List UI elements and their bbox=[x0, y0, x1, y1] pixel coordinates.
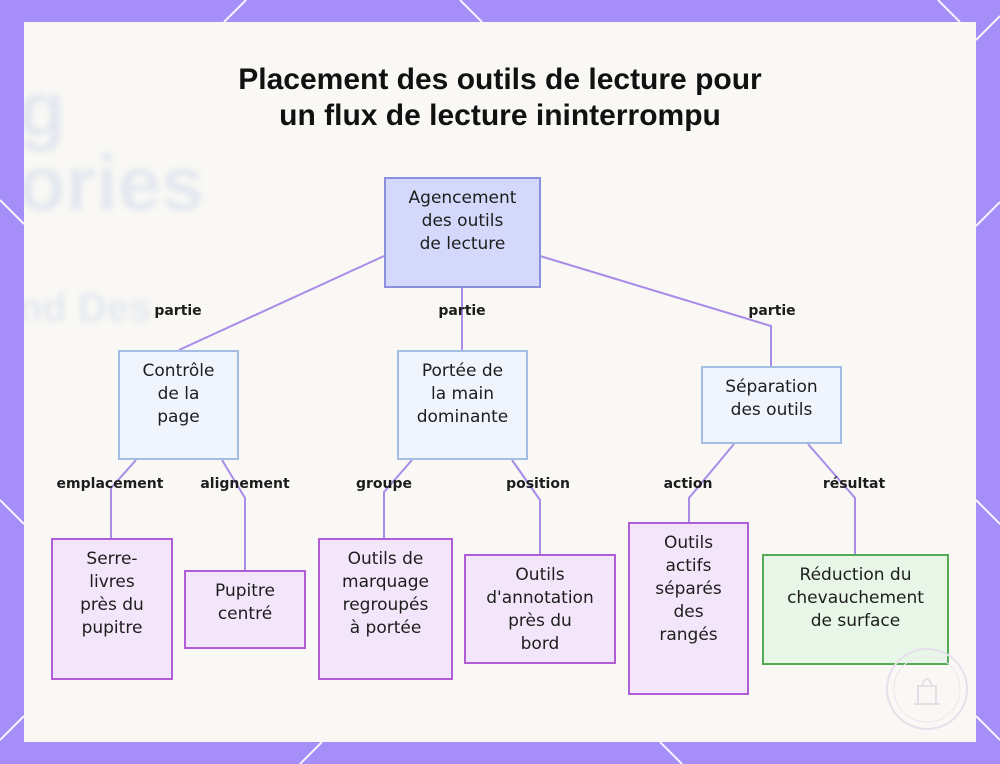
background-text: nd Des bbox=[24, 286, 152, 330]
background-text: ories bbox=[24, 139, 205, 227]
node-label: Agencement des outils de lecture bbox=[408, 188, 517, 254]
node-reading-tools-layout: Agencement des outils de lecture bbox=[384, 177, 541, 288]
edge-label-result: résultat bbox=[822, 476, 886, 492]
edge-label-part: partie bbox=[748, 303, 796, 319]
edge-page-bookends bbox=[110, 459, 137, 538]
node-tool-separation: Séparation des outils bbox=[701, 366, 842, 444]
edge-hand-marking bbox=[383, 459, 413, 538]
edge-label-alignment: alignement bbox=[200, 476, 290, 492]
node-dominant-hand-reach: Portée de la main dominante bbox=[397, 350, 528, 460]
node-active-tools: Outils actifs séparés des rangés bbox=[628, 522, 749, 695]
node-label: Outils d'annotation près du bord bbox=[486, 565, 594, 654]
node-centered-stand: Pupitre centré bbox=[184, 570, 306, 649]
edge-page-stand bbox=[221, 459, 246, 570]
edge-sep-surface bbox=[807, 443, 856, 554]
node-page-control: Contrôle de la page bbox=[118, 350, 239, 460]
node-label: Séparation des outils bbox=[725, 377, 818, 420]
node-label: Outils de marquage regroupés à portée bbox=[342, 549, 429, 638]
node-bookends: Serre- livres près du pupitre bbox=[51, 538, 173, 680]
node-surface-overlap-reduction: Réduction du chevauchement de surface bbox=[762, 554, 949, 665]
edge-hand-annotation bbox=[511, 459, 541, 554]
diagram-title: Placement des outils de lecture pour un … bbox=[238, 63, 762, 132]
edge-sep-active bbox=[688, 443, 735, 522]
edge-label-placement: emplacement bbox=[56, 476, 164, 492]
background-text: g bbox=[24, 65, 66, 153]
edge-root-sep bbox=[539, 255, 772, 366]
edge-root-page bbox=[178, 255, 385, 351]
node-label: Pupitre centré bbox=[215, 581, 275, 624]
node-label: Outils actifs séparés des rangés bbox=[655, 533, 722, 645]
node-label: Réduction du chevauchement de surface bbox=[787, 565, 924, 631]
edge-label-action: action bbox=[663, 476, 713, 492]
node-label: Serre- livres près du pupitre bbox=[80, 549, 144, 638]
node-marking-tools: Outils de marquage regroupés à portée bbox=[318, 538, 453, 680]
edge-label-part: partie bbox=[438, 303, 486, 319]
edge-label-group: groupe bbox=[355, 476, 413, 492]
watermark-logo-icon bbox=[886, 648, 968, 730]
node-label: Portée de la main dominante bbox=[416, 361, 509, 427]
node-annotation-tools: Outils d'annotation près du bord bbox=[464, 554, 616, 664]
edge-label-position: position bbox=[506, 476, 570, 492]
edge-label-part: partie bbox=[154, 303, 202, 319]
node-label: Contrôle de la page bbox=[142, 361, 215, 427]
